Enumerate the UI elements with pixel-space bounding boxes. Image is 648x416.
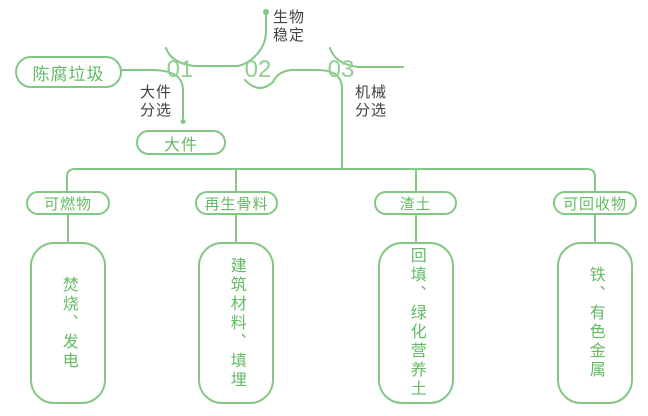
distribution-bar [66,168,596,192]
step-label-bio-stabilization: 生物 稳定 [273,9,306,44]
bulky-item-node: 大件 [136,130,226,155]
step-number-01: 01 [166,56,194,83]
step-label-mechanical-sorting: 机械 分选 [355,84,388,119]
line-source-to-01-branch [121,69,184,119]
step-label-bulky-sorting: 大件 分选 [140,84,173,119]
line-02-to-bio-dot [237,14,267,67]
arc-03-out [329,47,404,68]
source-label: 陈腐垃圾 [32,64,105,84]
branch-dot-bio [263,9,269,15]
result-text: 建筑材料、填埋 [227,256,245,390]
result-text: 回填、绿化营养土 [407,247,425,399]
source-node: 陈腐垃圾 [15,56,122,88]
arc-02-to-03-drop [244,69,343,170]
category-node-slag-soil: 渣土 [374,191,457,215]
bulky-item-label: 大件 [163,136,198,154]
step-number-02: 02 [244,56,272,83]
branch-dot-dajian [180,119,186,124]
category-label: 再生骨料 [204,195,269,213]
arc-01-to-02 [165,47,239,67]
step-number-03: 03 [327,56,355,83]
category-node-recyclable: 可回收物 [553,191,637,215]
category-node-recycled-aggregate: 再生骨料 [195,191,278,215]
category-node-combustible: 可燃物 [26,191,110,215]
result-box-slag-soil: 回填、绿化营养土 [378,242,454,404]
category-label: 渣土 [399,195,432,213]
result-text: 铁、有色金属 [586,266,604,380]
category-label: 可燃物 [43,195,92,213]
category-label: 可回收物 [562,195,627,213]
result-text: 焚烧、发电 [59,275,77,371]
result-box-recycled-aggregate: 建筑材料、填埋 [198,242,274,404]
result-box-recyclable: 铁、有色金属 [557,242,633,404]
result-box-combustible: 焚烧、发电 [30,242,106,404]
